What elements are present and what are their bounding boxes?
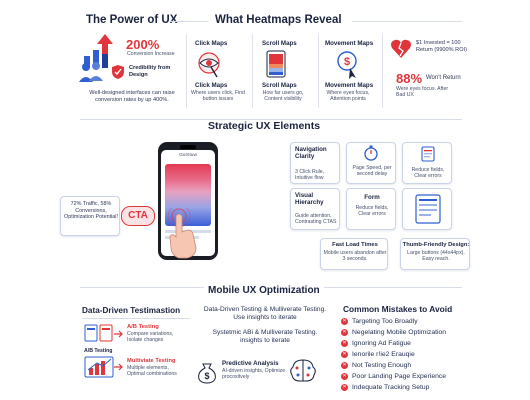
dollar-pointer-icon: $ xyxy=(337,51,357,79)
movement-maps-title: Movement Maps xyxy=(325,40,374,47)
center-line1: Data-Driven Testing & Mulliverate Testin… xyxy=(203,306,327,313)
power-title: The Power of UX xyxy=(86,14,178,26)
x-circle-icon: ✕ xyxy=(341,340,348,347)
center-line2b: insights to iterate xyxy=(240,337,290,344)
ab-title: A/B Testing xyxy=(127,324,159,330)
roi-text: $1 Invested = 100 Return (9900% ROI) xyxy=(416,40,467,53)
title-rule-right xyxy=(352,21,462,22)
ab-test-icon xyxy=(84,324,113,342)
scroll-maps-title: Scroll Maps xyxy=(262,40,297,47)
eye-target-icon xyxy=(198,52,220,78)
reduce-fields-card: Reduce fields, Clear errors xyxy=(402,142,452,184)
stat-88-label: Won't Return xyxy=(426,75,461,81)
nav-desc: 3 Click Rule, Intuitive flow xyxy=(295,169,325,182)
x-circle-icon: ✕ xyxy=(341,373,348,380)
fast-load-desc: Mobile users abandon after 3 seconds. xyxy=(323,250,387,263)
traffic-note: 72% Traffic, 58% Conversions, Optimizati… xyxy=(64,201,118,221)
stopwatch-icon xyxy=(364,145,378,161)
x-circle-icon: ✕ xyxy=(341,329,348,336)
mistake-item: ✕Indequate Tracking Setup xyxy=(341,384,430,391)
stat-88: 88% xyxy=(396,71,423,86)
fast-load-card: Fast Load Times Mobile users abandon aft… xyxy=(320,238,388,270)
money-bag-icon: $ xyxy=(198,363,216,384)
visual-hierarchy-card: Visual Hierarchy Guide attention, Contra… xyxy=(290,188,340,230)
visual-desc: Guide attention, Contrasting CTAS xyxy=(295,213,337,226)
ab-label: A/B Testing xyxy=(84,348,113,354)
stat-200: 200% xyxy=(126,37,160,52)
ab-desc: Compare variations, Isolate changes xyxy=(127,331,174,344)
reduce-fields-1: Reduce fields, Clear errors xyxy=(411,167,445,180)
mistake-item: ✕Poor Landing Page Experience xyxy=(341,373,447,380)
mistake-item: ✕Ienorile r!ie2 Erauqie xyxy=(341,351,415,358)
tap-hand-icon xyxy=(167,208,197,259)
movement-maps-sub: Movement Maps xyxy=(325,82,374,89)
growth-chart-icon xyxy=(84,34,113,68)
shield-icon xyxy=(112,65,124,79)
form-title: Form xyxy=(364,194,380,201)
cta-button[interactable]: CTA xyxy=(121,206,155,226)
nav-clarity-card: Navigation Clarity 3 Click Rule, Intuiti… xyxy=(290,142,340,184)
thumb-friendly-card: Thumb-Friendly Design: Large buttons (44… xyxy=(400,238,470,270)
pagespeed-card: Page Speed, per second delay xyxy=(346,142,396,184)
x-circle-icon: ✕ xyxy=(341,318,348,325)
nav-title: Navigation Clarity xyxy=(295,146,327,161)
click-maps-title: Click Maps xyxy=(195,40,228,47)
mv-desc: Multiple elements, Optimal combinations xyxy=(127,365,177,378)
data-driven-title: Data-Driven Testimastion xyxy=(82,306,181,315)
arrow-right-icon xyxy=(114,330,123,338)
bar-chart-icon xyxy=(84,356,114,378)
form-doc-icon xyxy=(421,146,435,162)
form-list-icon xyxy=(415,194,441,224)
pagespeed-desc: Page Speed, per second delay xyxy=(352,165,392,178)
movement-maps-desc: Where eyes focus, Attention points xyxy=(326,90,370,103)
click-maps-sub: Click Maps xyxy=(195,82,228,89)
svg-text:$: $ xyxy=(204,371,209,381)
heatmaps-title: What Heatmaps Reveal xyxy=(215,14,342,26)
arrow-right-icon xyxy=(114,363,123,371)
fast-load-title: Fast Load Times xyxy=(332,242,378,248)
x-circle-icon: ✕ xyxy=(341,362,348,369)
broken-heart-icon xyxy=(391,39,411,58)
power-caption: Well-designed interfaces can raise conve… xyxy=(89,90,175,103)
traffic-note-card: 72% Traffic, 58% Conversions, Optimizati… xyxy=(60,196,120,236)
stat-200-label: Conversion Increase xyxy=(127,51,175,57)
center-line1b: Use insights to iterate xyxy=(233,314,297,321)
visual-title: Visual Hierarchy xyxy=(295,192,324,207)
users-icon xyxy=(79,62,103,82)
predictive-desc: AI-driven insights, Optimize procositvel… xyxy=(222,368,286,381)
heatmap-image xyxy=(165,164,211,226)
strategic-title: Strategic UX Elements xyxy=(208,120,321,132)
phone-header-label: Gorstuw xyxy=(179,153,197,158)
mistake-item: ✕Negelating Mobile Optimization xyxy=(341,329,447,336)
form-desc: Reduce fields, Clear errors xyxy=(355,205,389,218)
thumb-desc: Large buttons (44x44px). Easy reach. xyxy=(407,250,465,263)
svg-text:$: $ xyxy=(344,56,350,68)
mistake-item: ✕Ignoring Ad Fatigue xyxy=(341,340,411,347)
brain-network-icon xyxy=(290,359,316,382)
scroll-maps-sub: Scroll Maps xyxy=(262,82,297,89)
scroll-maps-desc: How far users go, Content visibility xyxy=(262,90,304,103)
mistake-item: ✕Not Testing Enough xyxy=(341,362,412,369)
mistakes-title: Common Mistakes to Avoid xyxy=(343,304,453,314)
thumb-title: Thumb-Friendly Design: xyxy=(402,242,470,248)
form-card: Form Reduce fields, Clear errors xyxy=(346,188,396,230)
scroll-page-icon xyxy=(266,50,286,78)
click-maps-desc: Where users click, Find button issues xyxy=(191,90,245,103)
form-icon-card xyxy=(402,188,452,230)
predictive-title: Predictive Analysis xyxy=(222,360,279,367)
stat-88-desc: Were eyes focus. After Bad UX xyxy=(396,86,449,99)
x-circle-icon: ✕ xyxy=(341,351,348,358)
mv-title: Multiviate Testing xyxy=(127,358,176,364)
credibility-text: Credibility from Design xyxy=(129,65,171,78)
x-circle-icon: ✕ xyxy=(341,384,348,391)
title-rule-left xyxy=(170,21,208,22)
center-line2: Systetmic ABi & Mulliverate Testing. xyxy=(212,329,318,336)
mistake-item: ✕Targeting Too Broadly xyxy=(341,318,418,325)
mobile-title: Mobile UX Optimization xyxy=(204,285,324,296)
